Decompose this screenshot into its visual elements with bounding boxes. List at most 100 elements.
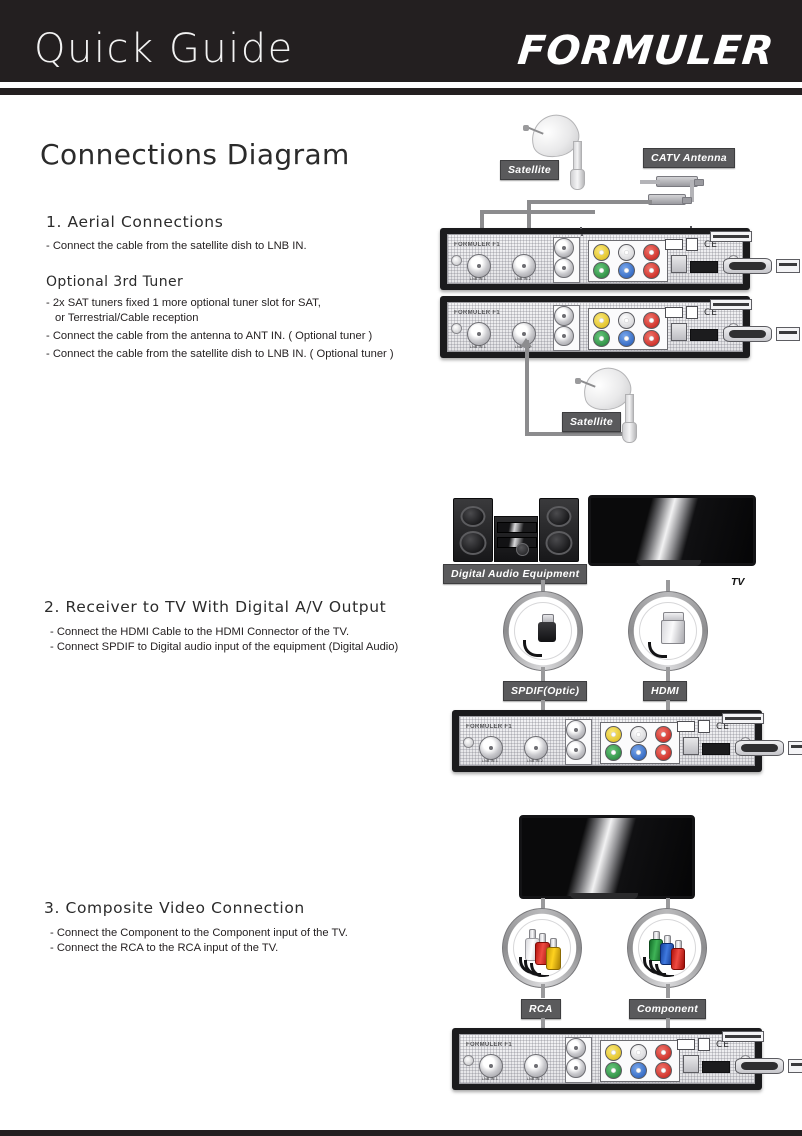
label-satellite-bottom: Satellite [562, 412, 621, 432]
receiver-rear-panel-3: FORMULER F1 LNB IN 1 LNB IN 2 CE [452, 710, 802, 772]
spdif-port-1 [671, 255, 687, 273]
section-3-heading: 3. Composite Video Connection [44, 899, 305, 917]
header-divider-rule [0, 88, 802, 95]
spdif-port-4 [683, 1055, 699, 1073]
lnb-in-1-port-4 [479, 1054, 503, 1078]
formuler-brand-logo: FORMULER [515, 28, 777, 74]
section-1-bullet-1: - Connect the cable from the satellite d… [46, 240, 307, 252]
dsub-vga-port-4 [735, 1058, 784, 1074]
component-y-jack-1 [593, 262, 610, 279]
section-3-bullet-2: - Connect the RCA to the RCA input of th… [50, 942, 279, 954]
loop-out-port-1 [554, 258, 574, 278]
usb-header-4 [722, 1031, 764, 1042]
spdif-port-2 [671, 323, 687, 341]
ce-mark-4: CE [716, 1040, 730, 1050]
speaker-left-icon [453, 498, 493, 562]
component-y-jack-4 [605, 1062, 622, 1079]
dsub-vga-port-2 [723, 326, 772, 342]
component-pr-jack-4 [655, 1062, 672, 1079]
loop-out-port-3 [566, 740, 586, 760]
usb-port-1 [776, 259, 800, 273]
satellite-dish-bottom-icon [575, 362, 639, 446]
tv-screen-icon-3 [519, 815, 695, 899]
rca-audio-left-jack-3 [630, 726, 647, 743]
section-1-sub-bullet-4: - Connect the cable from the satellite d… [46, 348, 394, 360]
ant-in-port-2 [554, 306, 574, 326]
lnb-in-1-port-1 [467, 254, 491, 278]
hdmi-port-2 [690, 329, 718, 341]
rca-plug-yellow-icon [546, 938, 561, 970]
label-spdif: SPDIF(Optic) [503, 681, 588, 701]
spdif-port-3 [683, 737, 699, 755]
component-pb-jack-2 [618, 330, 635, 347]
section-3-bullet-1: - Connect the Component to the Component… [50, 927, 348, 939]
receiver-brand-silkscreen-1: FORMULER F1 [454, 242, 500, 248]
audio-rack-icon [494, 516, 538, 562]
ant-in-port-3 [566, 720, 586, 740]
receiver-rear-panel-2: FORMULER F1 LNB IN 1 LNB IN 2 CE [440, 296, 800, 358]
ce-mark-1: CE [704, 240, 718, 250]
hdmi-port-3 [702, 743, 730, 755]
rca-video-jack-4 [605, 1044, 622, 1061]
component-pb-jack-4 [630, 1062, 647, 1079]
component-y-jack-2 [593, 330, 610, 347]
component-plug-green-icon [649, 931, 663, 961]
lnb-in-1-port-2 [467, 322, 491, 346]
lnb-in-2-port-3 [524, 736, 548, 760]
lnb-in-2-label-1: LNB IN 2 [514, 277, 532, 281]
receiver-rear-panel-1: FORMULER F1 LNB IN 1 LNB IN 2 CE [440, 226, 800, 290]
section-digital-av-output: 2. Receiver to TV With Digital A/V Outpu… [44, 598, 398, 655]
rca-video-jack-2 [593, 312, 610, 329]
dsub-vga-port-3 [735, 740, 784, 756]
receiver-rear-panel-4: FORMULER F1 LNB IN 1 LNB IN 2 CE [452, 1028, 802, 1090]
usb-port-3 [788, 741, 802, 755]
page-header: Quick Guide FORMULER [0, 0, 802, 82]
component-pr-jack-1 [643, 262, 660, 279]
spdif-connector-ring [503, 591, 583, 671]
page-header-title: Quick Guide [34, 26, 294, 72]
hdmi-plug-icon [659, 612, 685, 644]
rca-audio-right-jack-3 [655, 726, 672, 743]
ce-mark-3: CE [716, 722, 730, 732]
rca-audio-left-jack-4 [630, 1044, 647, 1061]
tv-screen-icon-2 [588, 495, 756, 566]
label-rca: RCA [521, 999, 561, 1019]
rca-audio-right-jack-1 [643, 244, 660, 261]
footer-divider-rule [0, 1130, 802, 1136]
label-catv-antenna: CATV Antenna [643, 148, 735, 168]
section-2-bullet-1: - Connect the HDMI Cable to the HDMI Con… [50, 626, 350, 638]
ant-in-port-1 [554, 238, 574, 258]
section-1-sub-bullet-1: - 2x SAT tuners fixed 1 more optional tu… [46, 297, 321, 309]
lnb-in-1-label-4: LNB IN 1 [481, 1077, 499, 1081]
label-tv: TV [731, 576, 745, 588]
rca-audio-left-jack-2 [618, 312, 635, 329]
section-1-sub-bullet-2: or Terrestrial/Cable reception [55, 312, 199, 324]
av-jack-block-4 [600, 1040, 680, 1082]
section-1-heading: 1. Aerial Connections [46, 213, 224, 231]
rca-connector-ring [502, 908, 582, 988]
label-satellite-top: Satellite [500, 160, 559, 180]
rca-audio-left-jack-1 [618, 244, 635, 261]
hdmi-port-4 [702, 1061, 730, 1073]
av-jack-block-3 [600, 722, 680, 764]
loop-out-port-2 [554, 326, 574, 346]
hdmi-connector-ring [628, 591, 708, 671]
speaker-right-icon [539, 498, 579, 562]
component-pr-jack-3 [655, 744, 672, 761]
label-digital-audio-equipment: Digital Audio Equipment [443, 564, 588, 584]
hdmi-port-1 [690, 261, 718, 273]
receiver-brand-silkscreen-4: FORMULER F1 [466, 1042, 512, 1048]
optional-tuner-heading: Optional 3rd Tuner [46, 274, 184, 290]
rca-audio-right-jack-4 [655, 1044, 672, 1061]
label-hdmi: HDMI [643, 681, 688, 701]
usb-header-1 [710, 231, 752, 242]
ant-in-port-4 [566, 1038, 586, 1058]
lnb-in-2-label-3: LNB IN 2 [526, 759, 544, 763]
spdif-optical-plug-icon [534, 614, 560, 642]
lnb-in-2-port-1 [512, 254, 536, 278]
lnb-in-1-port-3 [479, 736, 503, 760]
lnb-in-2-label-4: LNB IN 2 [526, 1077, 544, 1081]
component-pb-jack-1 [618, 262, 635, 279]
component-connector-ring [627, 908, 707, 988]
receiver-brand-silkscreen-2: FORMULER F1 [454, 310, 500, 316]
